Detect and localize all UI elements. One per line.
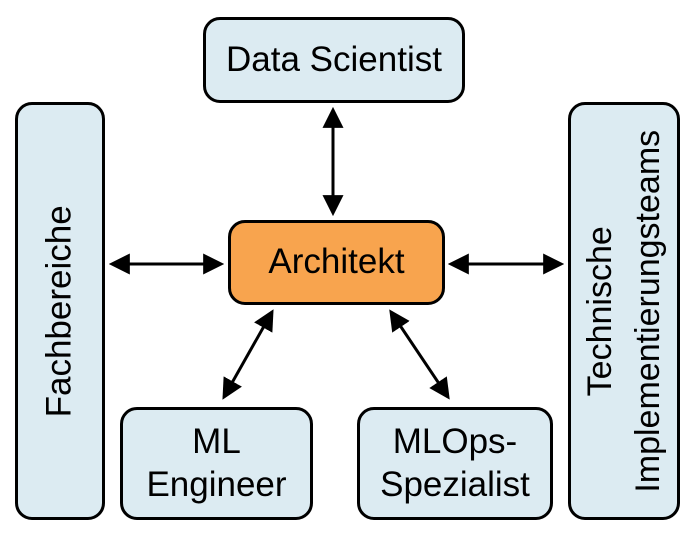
node-mlops-spezialist: MLOps- Spezialist xyxy=(357,407,553,520)
node-data-scientist-label: Data Scientist xyxy=(226,39,442,79)
node-ml-engineer-label-line1: ML xyxy=(192,421,241,461)
node-mlops-spezialist-label-line2: Spezialist xyxy=(380,464,530,504)
node-architekt: Architekt xyxy=(228,220,445,305)
node-mlops-spezialist-label-line1: MLOps- xyxy=(392,421,518,461)
node-ml-engineer-label: ML Engineer xyxy=(146,421,286,506)
node-technische-implementierungsteams-label: Technische Implementierungsteams xyxy=(576,130,673,493)
node-mlops-spezialist-label: MLOps- Spezialist xyxy=(380,421,530,506)
node-data-scientist: Data Scientist xyxy=(203,17,465,103)
node-technische-label-line2: Implementierungsteams xyxy=(629,129,668,493)
node-technische-label-line1: Technische xyxy=(580,225,619,397)
node-ml-engineer: ML Engineer xyxy=(120,407,313,520)
node-architekt-label: Architekt xyxy=(268,242,405,282)
node-fachbereiche-label: Fachbereiche xyxy=(39,204,79,418)
node-fachbereiche: Fachbereiche xyxy=(15,102,105,520)
edge-architekt-ml-engineer-arrow xyxy=(222,309,274,400)
node-technische-implementierungsteams: Technische Implementierungsteams xyxy=(568,102,680,520)
edge-architekt-mlops-arrow xyxy=(389,309,450,400)
node-ml-engineer-label-line2: Engineer xyxy=(146,464,287,504)
